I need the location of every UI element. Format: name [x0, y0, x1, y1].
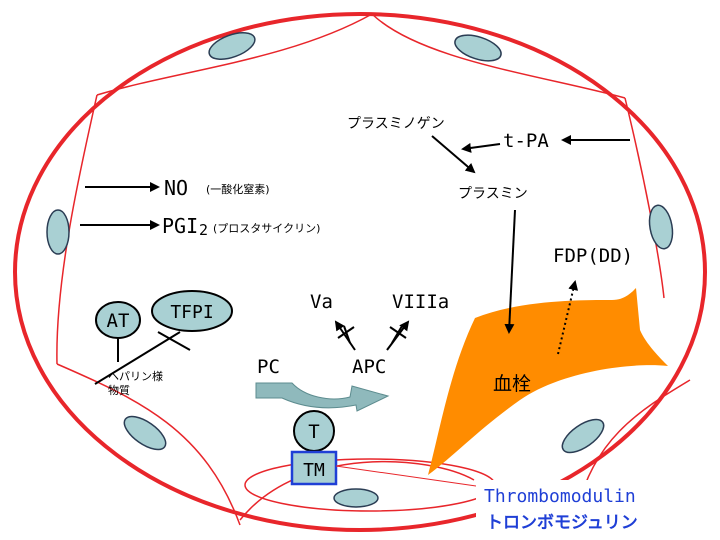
thrombomodulin-callout-bg — [476, 480, 712, 538]
thrombus-label: 血栓 — [493, 373, 531, 395]
pc-label: PC — [257, 356, 280, 378]
heparin-label-line2: 物質 — [108, 383, 130, 397]
thrombomodulin-en: Thrombomodulin — [484, 486, 636, 507]
cell-borders — [56, 13, 691, 526]
pc-to-apc-arrow — [255, 382, 390, 412]
cross-mark-icon — [389, 325, 407, 344]
pgi2-label: PGI — [162, 214, 198, 238]
tfpi-label: TFPI — [170, 302, 213, 323]
tpa-label: t-PA — [503, 130, 549, 152]
cross-mark-icon — [337, 325, 355, 344]
nucleus — [561, 418, 605, 454]
at-label: AT — [107, 310, 130, 332]
tm-callout-line — [335, 465, 477, 487]
thrombomodulin-ja: トロンボモジュリン — [486, 513, 638, 533]
cell-nuclei — [46, 32, 674, 508]
thrombin-label: T — [308, 421, 319, 443]
nucleus — [333, 488, 379, 508]
tm-box — [290, 450, 338, 486]
pgi2-note: (プロスタサイクリン) — [213, 222, 320, 235]
plasminogen-label: プラスミノゲン — [347, 116, 445, 132]
viiia-label: VIIIa — [392, 291, 449, 313]
tfpi-ellipse — [151, 290, 233, 332]
apc-label: APC — [352, 356, 386, 378]
tpa-action-arrow — [461, 142, 501, 153]
fdp-release-arrow — [557, 280, 579, 355]
no-label: NO — [164, 176, 188, 200]
heparin-like-molecule — [94, 331, 191, 385]
va-label: Va — [310, 291, 333, 313]
apc-to-va-arrow — [334, 320, 356, 351]
nucleus — [208, 32, 256, 60]
tm-label: TM — [303, 460, 325, 481]
nucleus — [454, 34, 502, 62]
apc-to-viiia-arrow — [386, 320, 410, 351]
nucleus — [648, 204, 674, 250]
plasmin-to-thrombus-arrow — [504, 209, 516, 334]
plasmin-label: プラスミン — [458, 186, 528, 202]
nucleus — [123, 415, 167, 451]
pgi2-subscript: 2 — [199, 221, 208, 239]
nucleus — [46, 209, 70, 255]
heparin-label-line1: ヘパリン様 — [108, 369, 163, 383]
plasminogen-to-plasmin-arrow — [431, 135, 476, 174]
no-note: (一酸化窒素) — [206, 182, 270, 196]
vessel-wall — [13, 12, 707, 532]
fdp-label: FDP(DD) — [553, 245, 633, 267]
at-circle — [95, 301, 141, 339]
thrombus — [428, 288, 668, 475]
